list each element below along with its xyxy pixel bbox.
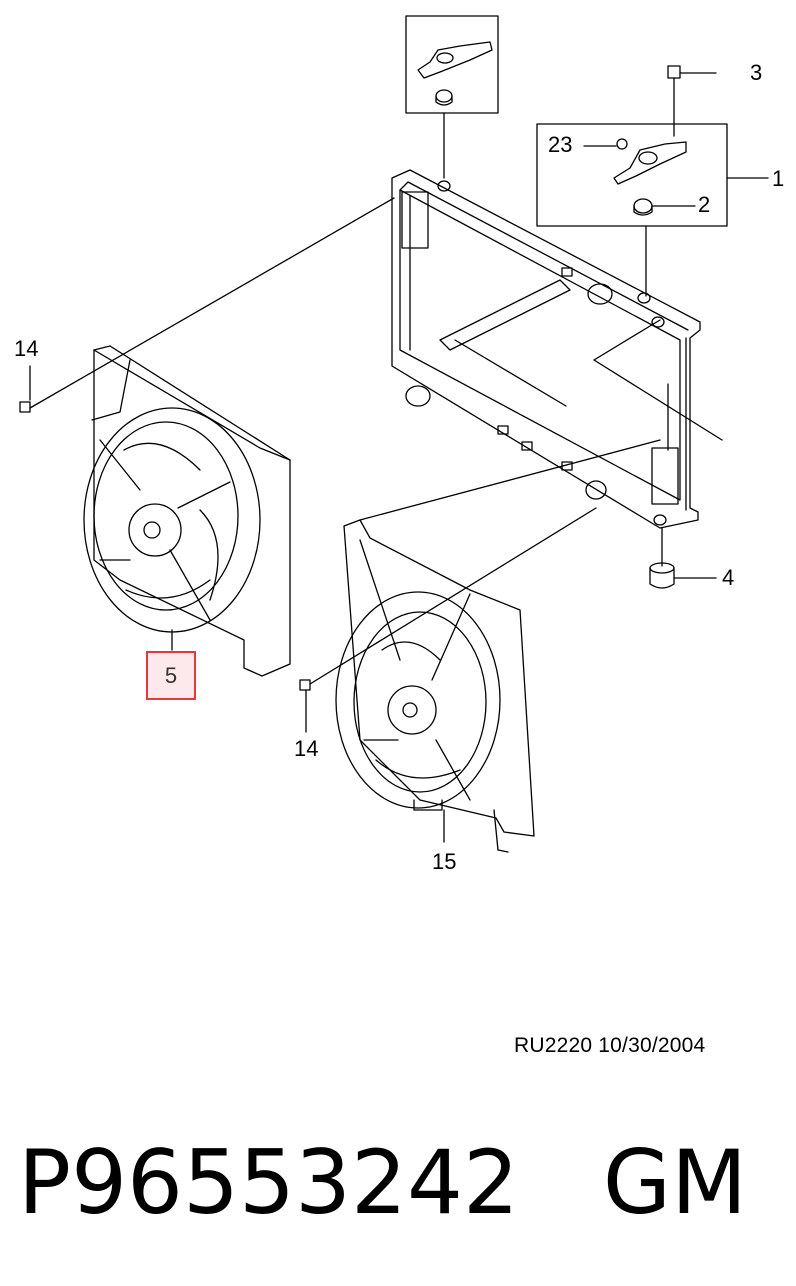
callout-3: 3 bbox=[750, 60, 763, 85]
callout-1: 1 bbox=[772, 166, 785, 191]
callout-4: 4 bbox=[722, 565, 735, 590]
highlighted-part-callout[interactable]: 5 bbox=[146, 651, 196, 700]
radiator bbox=[391, 169, 723, 529]
callout-14-left: 14 bbox=[14, 336, 39, 361]
right-fan-assembly bbox=[299, 439, 661, 853]
callout-2: 2 bbox=[698, 192, 711, 217]
rubber-mount-4 bbox=[649, 527, 717, 589]
left-fan-assembly bbox=[19, 197, 395, 677]
callout-5: 5 bbox=[164, 662, 178, 688]
diagram-reference: RU2220 10/30/2004 bbox=[514, 1034, 706, 1057]
top-bracket-inset bbox=[405, 15, 499, 179]
callout-23: 23 bbox=[548, 132, 573, 157]
item-1-group-box bbox=[536, 65, 769, 297]
callout-14-center: 14 bbox=[294, 736, 319, 761]
callout-15: 15 bbox=[432, 849, 457, 874]
part-number-footer: P96553242 GM bbox=[18, 1131, 748, 1234]
